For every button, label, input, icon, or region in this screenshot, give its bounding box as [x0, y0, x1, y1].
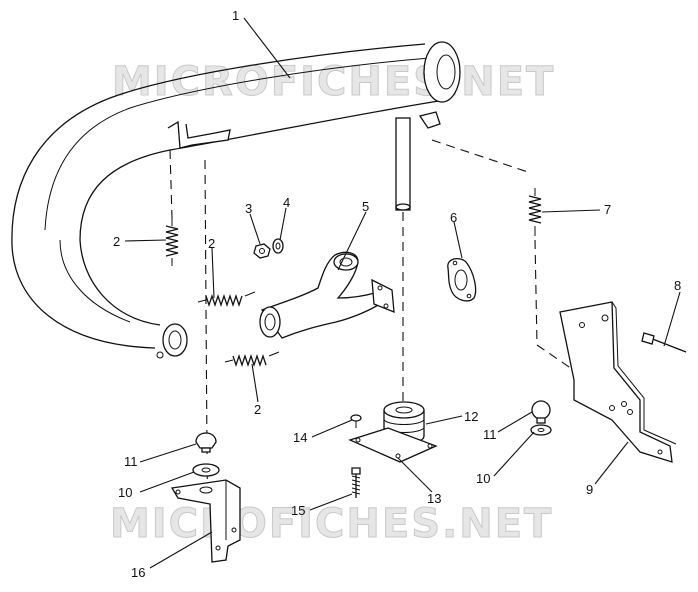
nut-part-3 — [253, 243, 271, 259]
y-pipe-part-5 — [259, 251, 395, 339]
bracket-part-16 — [170, 479, 241, 563]
callout-10-left: 10 — [118, 485, 132, 500]
washer-part-10-left — [192, 463, 220, 477]
bracket-part-9 — [559, 301, 677, 463]
spring-upper-left — [165, 218, 179, 266]
callout-7: 7 — [604, 202, 611, 217]
callout-6: 6 — [450, 210, 457, 225]
spring-lower — [224, 351, 280, 368]
washer-part-10-right — [530, 424, 552, 436]
gasket-part-6 — [447, 257, 477, 302]
callout-13: 13 — [427, 491, 441, 506]
callout-5: 5 — [362, 199, 369, 214]
muffler-part-1 — [11, 41, 461, 359]
mount-plate-part-13 — [348, 427, 438, 463]
callout-15: 15 — [291, 503, 305, 518]
callout-2-lower: 2 — [254, 402, 261, 417]
callout-2-middle: 2 — [208, 236, 215, 251]
callout-4: 4 — [283, 195, 290, 210]
bumper-part-11-left — [195, 432, 217, 453]
callout-1: 1 — [232, 8, 239, 23]
washer-part-4 — [272, 238, 284, 254]
callout-9: 9 — [586, 482, 593, 497]
leader-lines — [124, 17, 681, 569]
screw-part-15 — [351, 467, 361, 498]
callout-11-right: 11 — [483, 427, 497, 442]
bolt-part-8 — [641, 332, 687, 353]
callout-2-left: 2 — [113, 234, 120, 249]
spring-middle — [197, 291, 256, 308]
callout-11-left: 11 — [124, 454, 138, 469]
muffler-mount-pin — [395, 117, 411, 211]
watermark-bottom: MICROFICHES.NET — [110, 501, 553, 547]
callout-3: 3 — [245, 201, 252, 216]
bumper-part-11-right — [531, 400, 551, 424]
callout-10-right: 10 — [476, 471, 490, 486]
spring-right — [528, 188, 542, 236]
callout-16: 16 — [131, 565, 145, 580]
alignment-lines — [169, 139, 611, 501]
callout-12: 12 — [464, 409, 478, 424]
watermark-top: MICROFICHES.NET — [112, 59, 555, 105]
callout-14: 14 — [293, 430, 307, 445]
rivet-part-14 — [350, 414, 362, 428]
callout-8: 8 — [674, 278, 681, 293]
